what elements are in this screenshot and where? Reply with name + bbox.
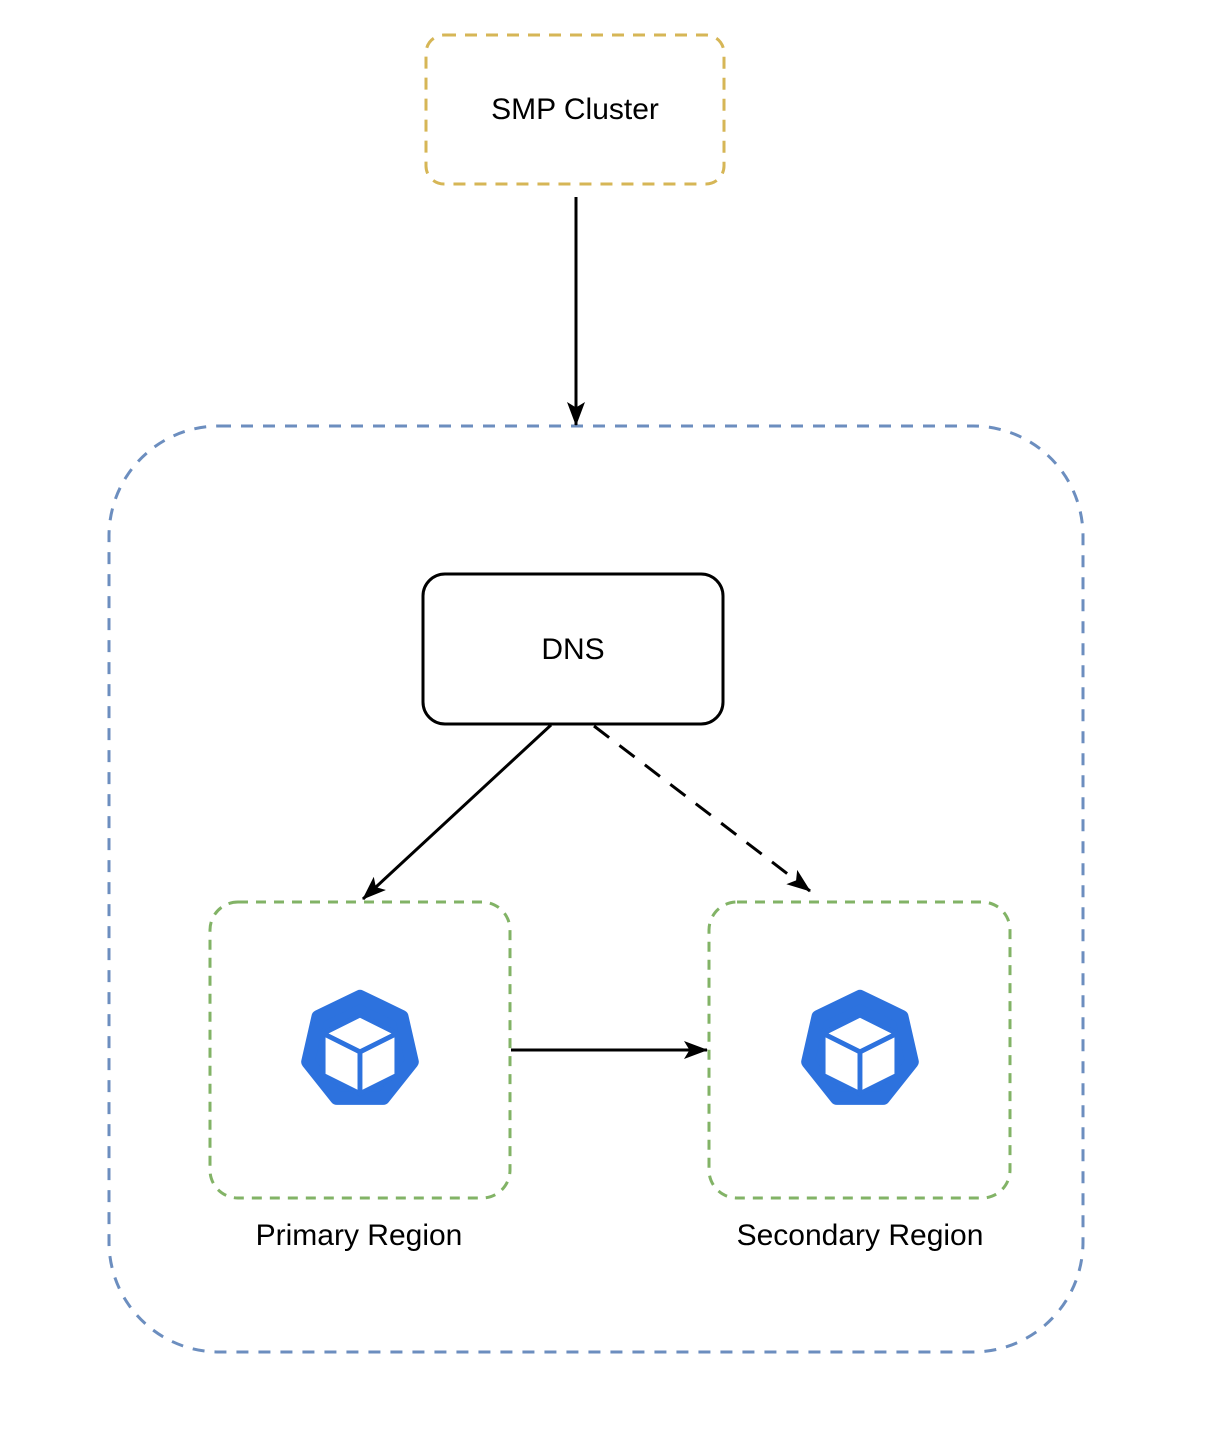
primary-region-label: Primary Region xyxy=(255,1219,463,1252)
dns-label: DNS xyxy=(541,633,605,666)
kubernetes-node-icon xyxy=(808,997,912,1099)
edge-dns-to-secondary xyxy=(593,724,811,893)
edge-dns-to-primary xyxy=(361,723,553,901)
secondary-region-label: Secondary Region xyxy=(736,1219,984,1252)
smp-cluster-box xyxy=(424,33,726,186)
dns-box xyxy=(421,572,725,726)
kubernetes-node-icon xyxy=(308,997,412,1099)
region-group-boundary xyxy=(107,424,1085,1354)
smp-cluster-label: SMP Cluster xyxy=(491,93,659,126)
